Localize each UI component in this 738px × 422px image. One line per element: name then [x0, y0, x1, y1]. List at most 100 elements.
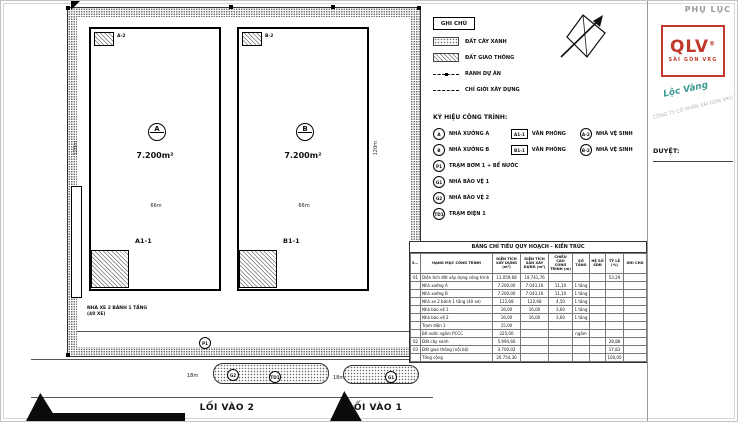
table-cell: Tổng cộng	[420, 352, 493, 362]
table-cell	[589, 352, 606, 362]
symbol-item-a11: A1-1 VĂN PHÒNG	[511, 128, 566, 140]
table-cell	[605, 296, 624, 306]
logo-text: QLV®	[669, 37, 717, 57]
table-cell	[548, 320, 573, 330]
table-cell	[572, 336, 590, 346]
table-header-cell: CHIỀU CAO CÔNG TRÌNH (m)	[548, 253, 573, 274]
table-cell	[589, 312, 606, 322]
table-cell	[410, 280, 421, 290]
table-cell	[410, 296, 421, 306]
corner-flag-icon	[71, 1, 80, 10]
symbols-column-1: A NHÀ XƯỞNG A B NHÀ XƯỞNG B P1 TRẠM BƠM …	[433, 128, 518, 220]
registered-mark-icon: ®	[709, 40, 717, 48]
logo-subtitle: SÀI GÒN VRG	[668, 58, 718, 63]
table-cell	[520, 320, 549, 330]
table-cell: 3,60	[548, 304, 573, 314]
table-cell	[623, 328, 647, 338]
symbol-item-g1: G1 NHÀ BẢO VỆ 1	[433, 176, 518, 188]
table-cell: 16,00	[492, 312, 521, 322]
table-cell: 11,10	[548, 280, 573, 290]
symbol-code: P1	[433, 160, 445, 172]
table-cell: 53,29	[605, 272, 624, 282]
table-cell: 122,68	[520, 296, 549, 306]
table-cell: 3.700,02	[492, 344, 521, 354]
traffic-land-swatch	[433, 53, 459, 62]
dimension-label: 66m	[150, 203, 162, 209]
dimension-label: 120m	[73, 141, 79, 156]
table-cell	[623, 312, 647, 322]
company-logo: QLV® SÀI GÒN VRG	[661, 25, 725, 77]
symbol-label: NHÀ VỆ SINH	[595, 131, 633, 137]
survey-point-icon	[66, 353, 70, 357]
table-header-cell: HẠNG MỤC CÔNG TRÌNH	[420, 253, 493, 274]
symbol-item-a2: A-2 NHÀ VỆ SINH	[579, 128, 633, 140]
table-cell	[605, 328, 624, 338]
table-header-cell: SỐ TẦNG	[572, 253, 590, 274]
symbol-label: NHÀ BẢO VỆ 2	[449, 195, 490, 201]
table-cell: 7.200,00	[492, 288, 521, 298]
table-cell	[589, 328, 606, 338]
pump-station-code: P1	[202, 340, 208, 346]
symbol-label: NHÀ XƯỞNG B	[449, 147, 490, 153]
table-header-cell: DIỆN TÍCH SÀN XÂY DỰNG (m²)	[520, 253, 549, 274]
symbol-label: VĂN PHÒNG	[531, 131, 566, 137]
symbol-code: A-2	[579, 128, 592, 140]
table-cell	[605, 304, 624, 314]
guard-house-2-marker: G2	[227, 369, 239, 381]
table-cell	[410, 304, 421, 314]
table-cell	[605, 320, 624, 330]
bike-shed-label: NHÀ XE 2 BÁNH 1 TẦNG (40 XE)	[87, 306, 148, 317]
table-cell: 7.043,16	[520, 288, 549, 298]
table-cell	[548, 336, 573, 346]
table-cell	[605, 312, 624, 322]
table-cell	[623, 296, 647, 306]
table-cell: 16,00	[520, 312, 549, 322]
table-header-cell: DIỆN TÍCH XÂY DỰNG (m²)	[492, 253, 521, 274]
legend-item-building-line: CHỈ GIỚI XÂY DỰNG	[433, 85, 520, 94]
table-cell	[572, 344, 590, 354]
table-cell: Đất cây xanh	[420, 336, 493, 346]
table-cell	[623, 352, 647, 362]
dimension-label: 66m	[298, 203, 310, 209]
table-cell: 1 tầng	[572, 296, 590, 306]
guard-house-1-code: G1	[387, 374, 395, 380]
table-header-cell: GHI CHÚ	[623, 253, 647, 274]
table-cell: 03	[410, 344, 421, 354]
north-arrow-icon	[560, 14, 606, 58]
symbol-code: B-2	[579, 144, 592, 156]
table-cell	[520, 328, 549, 338]
building-b-symbol: B	[302, 124, 308, 133]
legend-label: ĐẤT GIAO THÔNG	[465, 54, 515, 61]
table-cell	[623, 288, 647, 298]
symbol-code: A1-1	[511, 129, 528, 139]
building-b-area: 7.200m²	[284, 151, 322, 160]
table-cell: 17,83	[605, 344, 624, 354]
office-block-b11	[239, 250, 277, 288]
table-cell: 1 tầng	[572, 312, 590, 322]
dimension-label: 18m	[333, 375, 345, 381]
table-cell	[589, 296, 606, 306]
approval-line	[653, 161, 733, 162]
table-cell	[623, 336, 647, 346]
symbol-item-p1: P1 TRẠM BƠM 1 + BỂ NƯỚC	[433, 160, 518, 172]
table-cell: Diện tích đất xây dựng công trình	[420, 272, 493, 282]
table-cell: 02	[410, 336, 421, 346]
symbols-title: KÝ HIỆU CÔNG TRÌNH:	[433, 114, 508, 121]
table-cell: 7.200,00	[492, 280, 521, 290]
symbol-code: B1-1	[511, 145, 528, 155]
legend-label: ĐẤT CÂY XANH	[465, 38, 507, 45]
table-cell: Nhà xưởng B	[420, 288, 493, 298]
survey-point-icon	[331, 5, 335, 9]
table-cell	[410, 352, 421, 362]
planning-table-title: BẢNG CHỈ TIÊU QUY HOẠCH - KIẾN TRÚC	[410, 242, 646, 253]
table-cell: 5.994,60	[492, 336, 521, 346]
table-cell: 11,10	[548, 288, 573, 298]
symbol-label: TRẠM BƠM 1 + BỂ NƯỚC	[449, 163, 519, 169]
